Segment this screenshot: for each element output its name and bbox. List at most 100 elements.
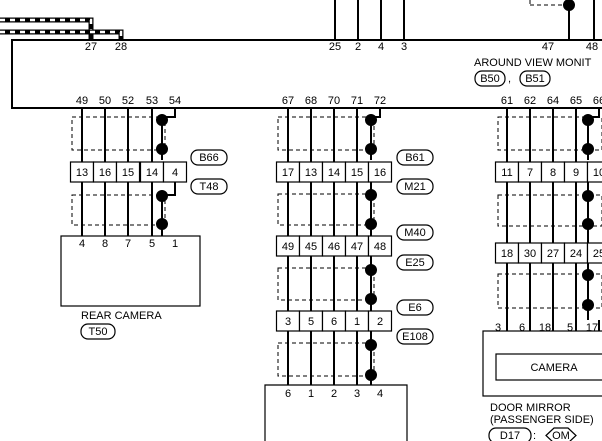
connector-pin-number: 2 bbox=[377, 316, 383, 328]
connector-cell bbox=[115, 161, 141, 183]
shield-drain-wire bbox=[161, 182, 176, 236]
camera-inner-box bbox=[495, 353, 602, 381]
connector-tag-b61: B61 bbox=[396, 149, 434, 166]
svg-text:M21: M21 bbox=[404, 181, 425, 193]
shield-ground-dot bbox=[156, 190, 168, 202]
monitor-bottom-pin: 68 bbox=[305, 95, 317, 107]
shield-ground-dot bbox=[582, 218, 594, 230]
connector-pin-number: 13 bbox=[76, 167, 88, 179]
connector-pin-number: 48 bbox=[374, 241, 386, 253]
shield-ground-dot bbox=[365, 218, 377, 230]
monitor-bottom-pin: 62 bbox=[524, 95, 536, 107]
around-view-monitor-body bbox=[11, 39, 602, 109]
monitor-bottom-pin: 65 bbox=[570, 95, 582, 107]
svg-text:B61: B61 bbox=[405, 152, 425, 164]
shield-ground-dot bbox=[582, 299, 594, 311]
connector-pin-number: 14 bbox=[328, 167, 340, 179]
camera-label: CAMERA bbox=[530, 362, 578, 374]
monitor-bottom-pin: 61 bbox=[501, 95, 513, 107]
monitor-top-pin: 25 bbox=[329, 41, 341, 53]
connector-pin-number: 3 bbox=[285, 316, 291, 328]
connector-cell bbox=[162, 161, 188, 183]
monitor-bottom-pin: 72 bbox=[374, 95, 386, 107]
bottom-unit-body bbox=[264, 384, 408, 441]
connector-pin-number: 15 bbox=[351, 167, 363, 179]
bottom-unit-pin: 6 bbox=[285, 388, 291, 400]
door-mirror-side-label: (PASSENGER SIDE) bbox=[490, 414, 594, 426]
rear-camera-pin: 7 bbox=[125, 238, 131, 250]
connector-block-right1: 1178910 bbox=[494, 161, 602, 183]
shield-drain-wire bbox=[587, 108, 600, 160]
connector-block-right2: 1830272425 bbox=[494, 242, 602, 264]
monitor-bottom-pin: 52 bbox=[122, 95, 134, 107]
rear-camera-pin: 5 bbox=[149, 238, 155, 250]
connector-pin-number: 17 bbox=[282, 167, 294, 179]
rear-camera-label: REAR CAMERA bbox=[81, 310, 162, 322]
door-mirror-pin: 17 bbox=[586, 322, 598, 334]
monitor-bottom-pin: 64 bbox=[547, 95, 559, 107]
connector-tag-e108: E108 bbox=[396, 328, 434, 345]
monitor-top-pin: 28 bbox=[115, 41, 127, 53]
shield-ground-dot bbox=[365, 339, 377, 351]
connector-pin-number: 46 bbox=[328, 241, 340, 253]
shield-ground-dot bbox=[582, 114, 594, 126]
connector-pin-number: 27 bbox=[547, 248, 559, 260]
monitor-bottom-pin: 66 bbox=[593, 95, 602, 107]
shield-drain-wire bbox=[161, 108, 176, 160]
monitor-connector-code-tag-1 bbox=[474, 70, 506, 87]
monitor-bottom-pin: 49 bbox=[76, 95, 88, 107]
bottom-unit-pin: 2 bbox=[331, 388, 337, 400]
monitor-bottom-pin: 71 bbox=[351, 95, 363, 107]
shield-ground-dot bbox=[365, 293, 377, 305]
rear-camera-code-tag: T50 bbox=[80, 323, 116, 340]
door-mirror-pin: 6 bbox=[519, 322, 525, 334]
svg-text:T50: T50 bbox=[89, 326, 108, 338]
around-view-monitor-label: AROUND VIEW MONIT bbox=[474, 57, 592, 69]
door-mirror-code-tag: D17 bbox=[488, 427, 532, 441]
connector-pin-number: 1 bbox=[354, 316, 360, 328]
connector-pin-number: 25 bbox=[593, 248, 602, 260]
monitor-bottom-pin: 67 bbox=[282, 95, 294, 107]
connector-cell bbox=[367, 235, 393, 257]
connector-pin-number: 8 bbox=[550, 167, 556, 179]
connector-cell bbox=[586, 242, 602, 264]
monitor-bottom-pin: 53 bbox=[146, 95, 158, 107]
connector-pin-number: 24 bbox=[570, 248, 582, 260]
shield-outline-e25 bbox=[277, 267, 375, 301]
connector-cell bbox=[367, 161, 393, 183]
monitor-bottom-pin: 54 bbox=[169, 95, 181, 107]
rear-camera-pin: 8 bbox=[102, 238, 108, 250]
shield-ground-dot bbox=[365, 189, 377, 201]
connector-pin-number: 6 bbox=[331, 316, 337, 328]
connector-pin-number: 4 bbox=[172, 167, 178, 179]
rear-camera-pin: 1 bbox=[172, 238, 178, 250]
monitor-connector-code-tag-2 bbox=[519, 70, 551, 87]
connector-pin-number: 45 bbox=[305, 241, 317, 253]
shield-outline-m21 bbox=[277, 193, 375, 226]
door-mirror-pin: 3 bbox=[495, 322, 501, 334]
svg-text:T48: T48 bbox=[200, 181, 219, 193]
connector-pin-number: 15 bbox=[122, 167, 134, 179]
rear-camera-pin: 4 bbox=[79, 238, 85, 250]
connector-pin-number: 10 bbox=[593, 167, 602, 179]
door-mirror-code-colon: : bbox=[533, 430, 536, 441]
shield-ground-dot bbox=[582, 143, 594, 155]
monitor-top-pin: 48 bbox=[586, 41, 598, 53]
connector-pin-number: 14 bbox=[146, 167, 158, 179]
shield-ground-dot bbox=[365, 369, 377, 381]
top-wire-28-inner bbox=[0, 30, 123, 40]
connector-tag-t48: T48 bbox=[190, 178, 228, 195]
connector-tag-e25: E25 bbox=[396, 254, 434, 271]
top-shield-ground-dot bbox=[563, 0, 575, 11]
monitor-top-pin: 47 bbox=[542, 41, 554, 53]
door-mirror-option-tag: OM bbox=[545, 427, 577, 441]
bottom-unit-pin: 4 bbox=[377, 388, 383, 400]
svg-text:D17: D17 bbox=[500, 430, 520, 441]
monitor-top-pin: 27 bbox=[85, 41, 97, 53]
connector-cell bbox=[586, 161, 602, 183]
